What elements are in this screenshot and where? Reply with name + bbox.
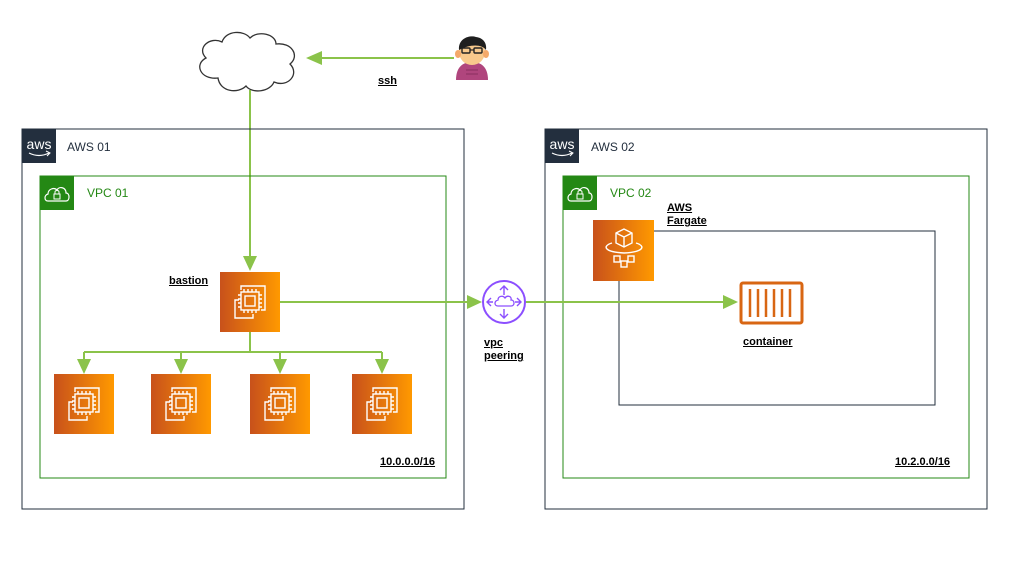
vpc-01-cidr-label: 10.0.0.0/16 <box>380 456 436 468</box>
vpc-cloud-lock-icon <box>40 176 74 210</box>
vpc-01-title: VPC 01 <box>87 186 129 200</box>
vpc-02-title: VPC 02 <box>610 186 652 200</box>
ssh-label: ssh <box>378 75 397 87</box>
vpc-02-cidr-label: 10.2.0.0/16 <box>895 456 951 468</box>
fargate-group <box>618 230 936 406</box>
container-icon[interactable] <box>739 281 804 325</box>
ec2-instance-icon[interactable] <box>151 374 211 434</box>
vpc-group-01 <box>39 175 447 479</box>
fargate-icon[interactable] <box>593 220 654 281</box>
user-icon <box>455 36 489 80</box>
svg-text:aws: aws <box>27 136 52 152</box>
ec2-instance-icon[interactable] <box>54 374 114 434</box>
vpc-cloud-lock-icon <box>563 176 597 210</box>
vpc-peering-icon[interactable] <box>482 280 526 324</box>
vpc-group-02 <box>562 175 970 479</box>
bastion-fanout-connectors <box>77 332 389 374</box>
fargate-label-line2: Fargate <box>667 215 707 227</box>
ssh-connector <box>306 51 454 65</box>
svg-text:aws: aws <box>550 136 575 152</box>
bastion-label: bastion <box>169 275 209 287</box>
aws-account-group-01: aws <box>21 128 465 510</box>
internet-cloud-icon <box>199 31 295 92</box>
vpc-peering-label-line2: peering <box>484 350 524 362</box>
ec2-instance-icon[interactable] <box>250 374 310 434</box>
vpc-peering-label-line1: vpc <box>484 337 503 349</box>
container-label: container <box>743 336 793 348</box>
aws-account-02-title: AWS 02 <box>591 140 635 154</box>
aws-account-group-02: aws <box>544 128 988 510</box>
peering-to-container-connector <box>526 295 738 309</box>
fargate-label-line1: AWS <box>667 202 693 214</box>
bastion-to-peering-connector <box>280 295 482 309</box>
aws-account-01-title: AWS 01 <box>67 140 111 154</box>
aws-logo-icon: aws <box>22 129 56 163</box>
bastion-ec2-icon[interactable] <box>220 272 280 332</box>
internet-to-bastion-connector <box>243 90 257 271</box>
ec2-instance-icon[interactable] <box>352 374 412 434</box>
aws-logo-icon: aws <box>545 129 579 163</box>
